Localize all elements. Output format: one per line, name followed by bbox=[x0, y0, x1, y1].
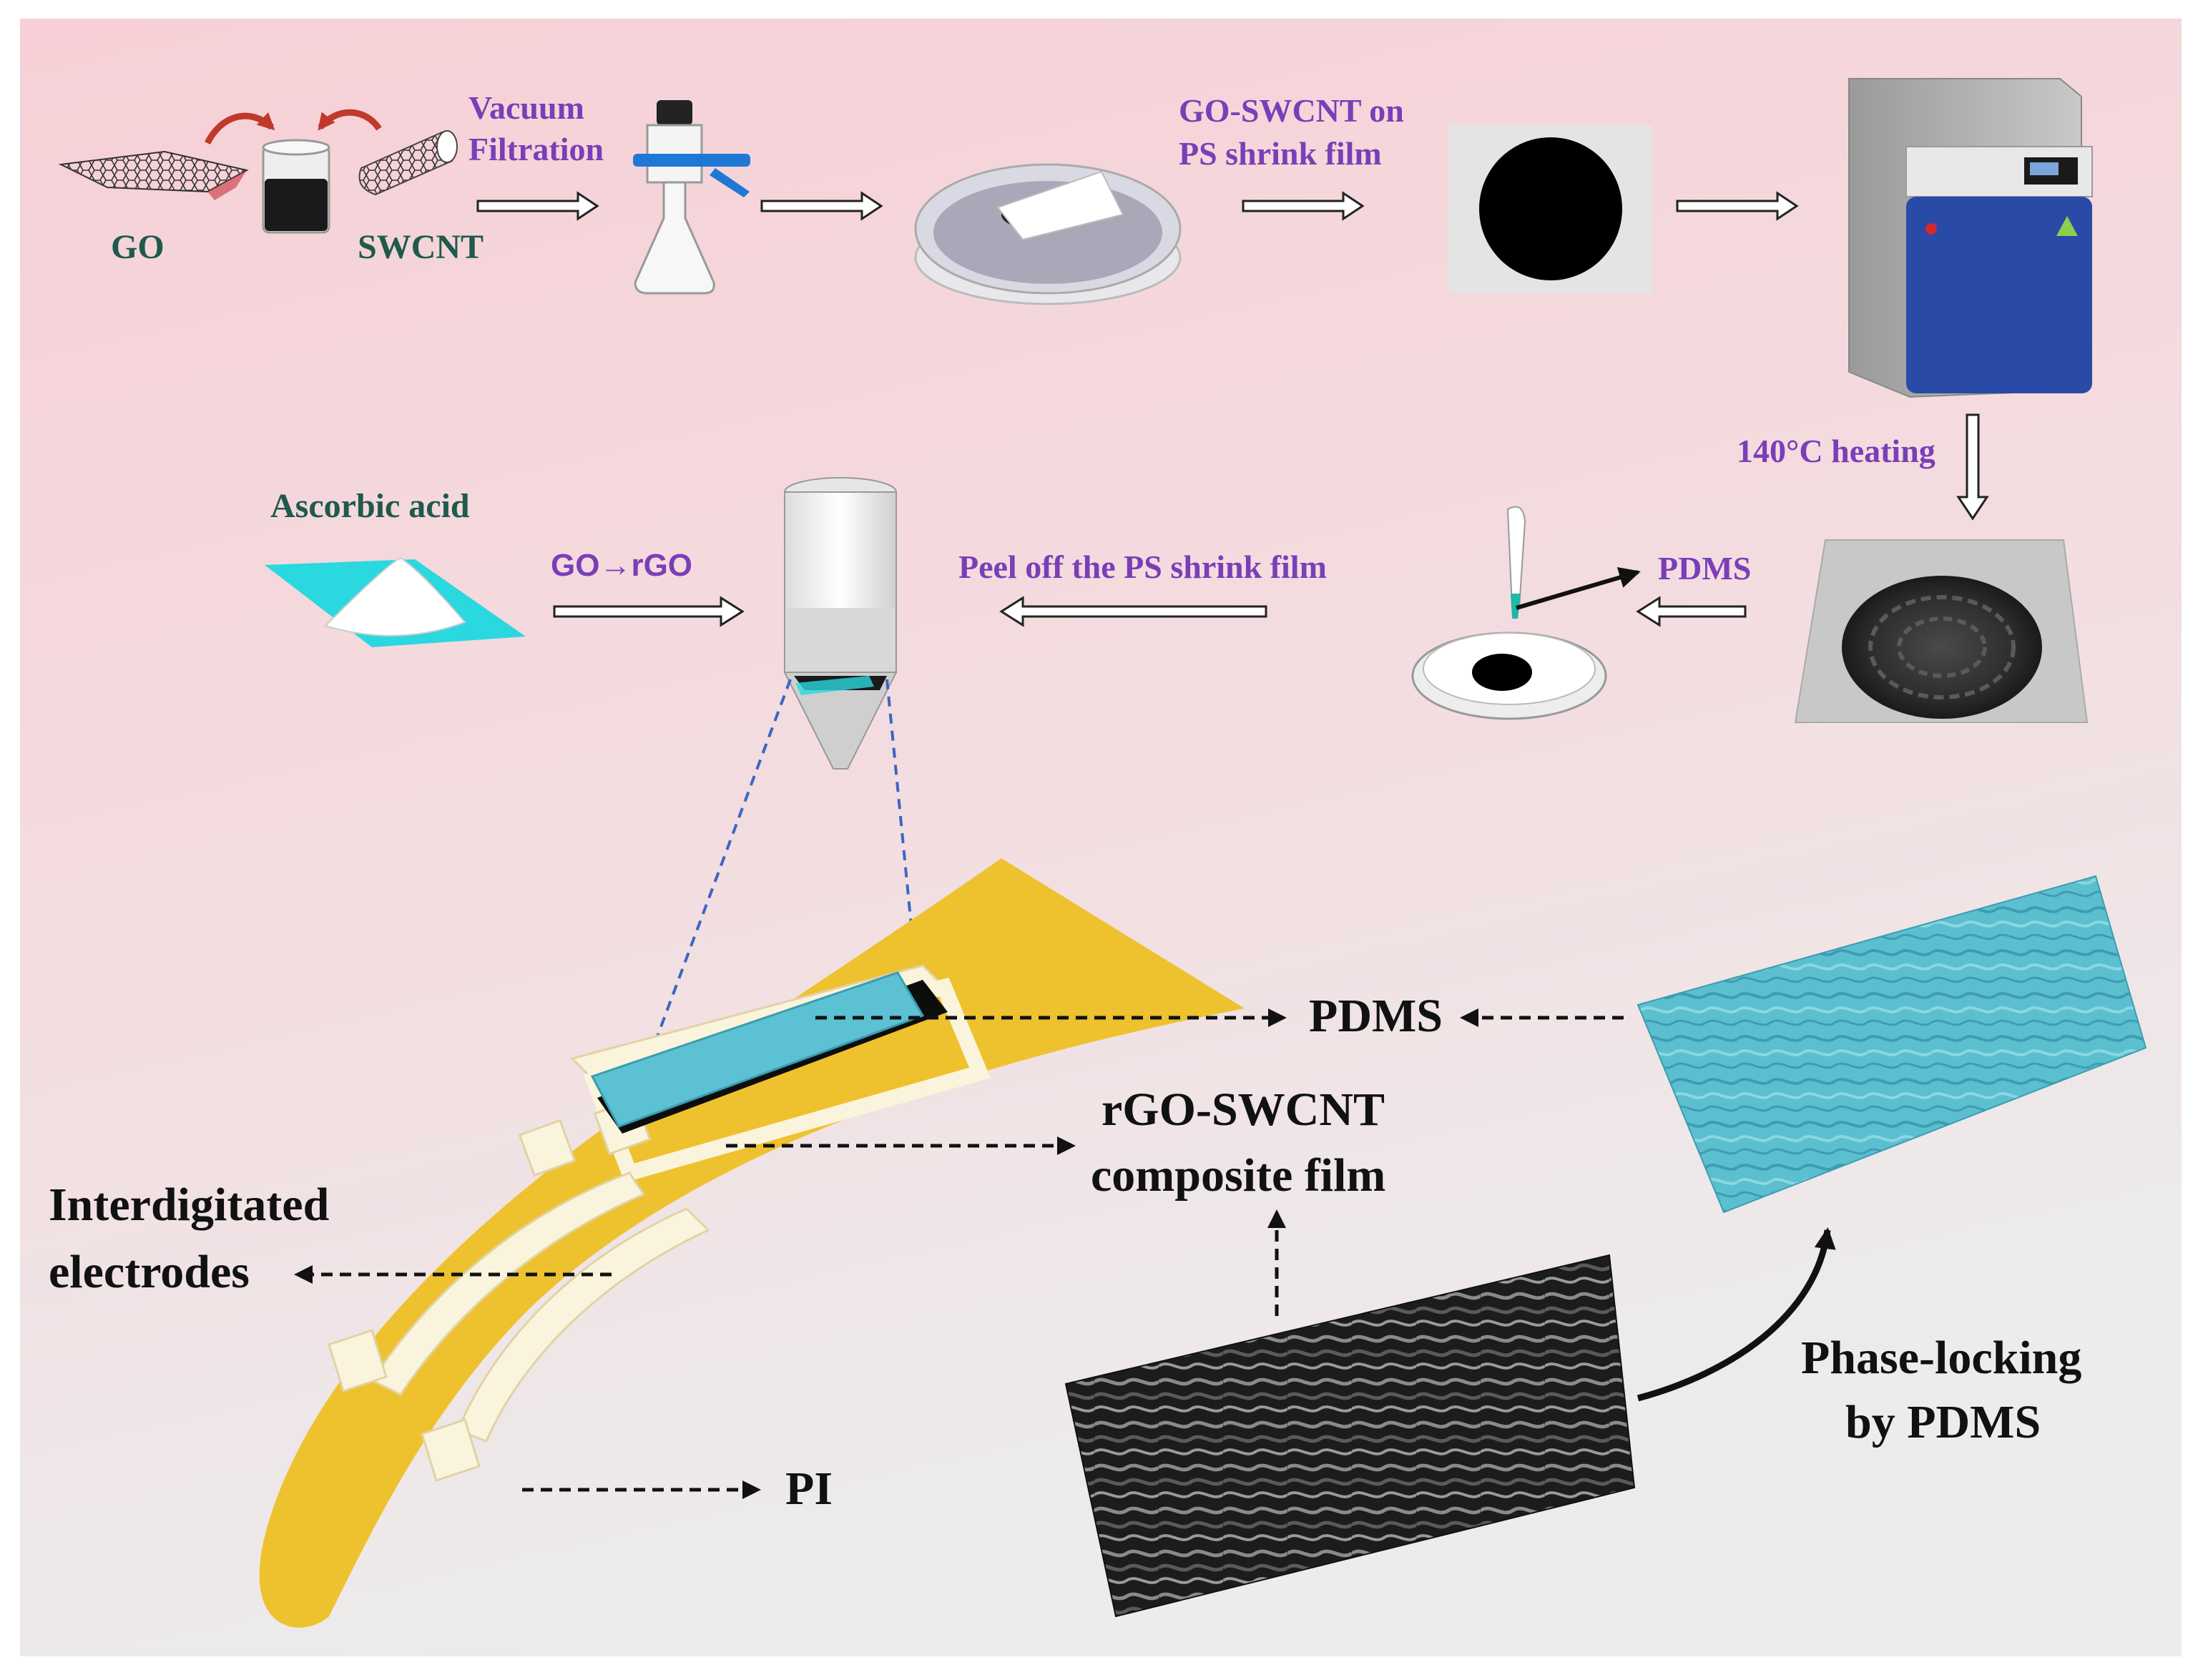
flow-arrow-2-icon bbox=[760, 191, 883, 221]
label-go-swcnt-2: PS shrink film bbox=[1179, 135, 1382, 172]
go-sheet-icon bbox=[58, 150, 249, 200]
zoom-line-right bbox=[885, 679, 921, 1006]
swcnt-tube-icon bbox=[358, 130, 458, 196]
label-interdigitated-1: Interdigitated bbox=[49, 1179, 330, 1231]
label-go-swcnt-1: GO-SWCNT on bbox=[1179, 92, 1404, 129]
label-pi: PI bbox=[785, 1463, 833, 1515]
conical-tube-icon bbox=[783, 477, 898, 770]
flow-arrow-left-2-icon bbox=[999, 596, 1267, 627]
petri-dish-icon bbox=[914, 163, 1182, 305]
flow-arrow-right-5-icon bbox=[553, 596, 745, 627]
label-rgo-swcnt-2: composite film bbox=[1091, 1149, 1386, 1202]
mixing-arrow-left-icon bbox=[204, 112, 275, 145]
label-go: GO bbox=[111, 228, 165, 266]
beaker-icon bbox=[262, 139, 330, 234]
label-vacuum-filtration-1: Vacuum bbox=[468, 89, 584, 126]
label-heating: 140°C heating bbox=[1737, 433, 1935, 469]
vacuum-filtration-flask-icon bbox=[633, 100, 750, 295]
label-interdigitated-2: electrodes bbox=[49, 1246, 250, 1298]
label-vacuum-filtration-2: Filtration bbox=[468, 131, 604, 167]
ascorbic-acid-powder-icon bbox=[265, 556, 526, 647]
flow-arrow-down-icon bbox=[1956, 413, 1989, 521]
label-ascorbic-acid: Ascorbic acid bbox=[270, 487, 470, 525]
mixing-arrow-right-icon bbox=[318, 109, 382, 131]
zoom-line-left bbox=[653, 679, 792, 1045]
label-pdms-big: PDMS bbox=[1309, 990, 1443, 1042]
flow-arrow-1-icon bbox=[476, 191, 599, 221]
flow-arrow-4-icon bbox=[1676, 191, 1799, 221]
label-pdms-small: PDMS bbox=[1658, 550, 1752, 586]
wrinkled-pdms-film bbox=[1637, 875, 2147, 1214]
pdms-dish-icon bbox=[1411, 506, 1641, 720]
wrinkled-composite-film bbox=[1064, 1254, 1636, 1618]
pi-substrate bbox=[259, 858, 1245, 1628]
label-go-rgo: GO→rGO bbox=[551, 548, 693, 583]
label-peel-off: Peel off the PS shrink film bbox=[958, 549, 1327, 585]
oven-icon bbox=[1848, 78, 2093, 398]
flow-arrow-left-1-icon bbox=[1636, 596, 1747, 627]
label-swcnt: SWCNT bbox=[358, 228, 484, 266]
go-swcnt-disk-icon bbox=[1448, 125, 1652, 293]
label-rgo-swcnt-1: rGO-SWCNT bbox=[1102, 1084, 1385, 1136]
pdms-layer bbox=[590, 971, 925, 1128]
phase-locking-arrow-icon bbox=[1637, 1227, 1836, 1402]
flow-arrow-3-icon bbox=[1242, 191, 1365, 221]
label-phase-locking-1: Phase-locking bbox=[1801, 1332, 2082, 1384]
wrinkled-film-plate-icon bbox=[1794, 539, 2089, 723]
label-phase-locking-2: by PDMS bbox=[1845, 1396, 2041, 1448]
